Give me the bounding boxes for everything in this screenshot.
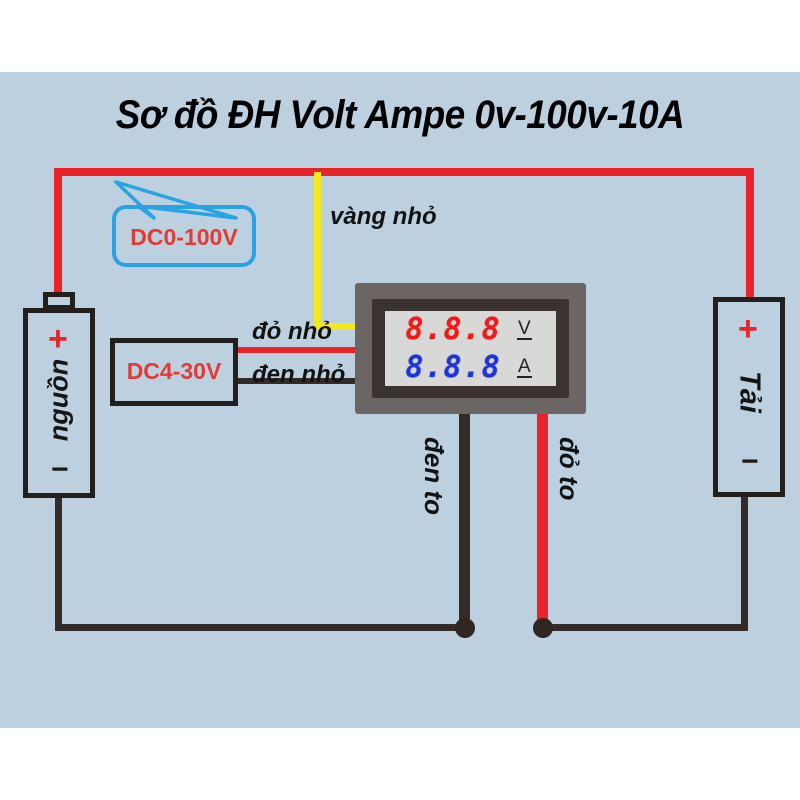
- wire-black-load-down: [741, 497, 748, 630]
- callout-box: [112, 205, 256, 267]
- wire-label-yellow-small: vàng nhỏ: [330, 203, 437, 230]
- callout-label: DC0-100V: [130, 224, 238, 250]
- wire-red-big: [537, 412, 548, 628]
- wire-yellow-horizontal: [314, 323, 372, 330]
- source-cell-body: [23, 308, 95, 498]
- meter-voltage-digits: 8.8.8: [405, 311, 501, 347]
- source-minus-sign: −: [51, 453, 69, 486]
- junction-dot-red: [533, 618, 553, 638]
- load-minus-sign: −: [741, 445, 759, 478]
- source-plus-sign: +: [48, 320, 68, 358]
- volt-amp-meter[interactable]: 8.8.8 V 8.8.8 A: [355, 283, 586, 414]
- source-cell-cap: [43, 292, 75, 310]
- wire-red-top-rail: [54, 168, 754, 176]
- junction-dot-black: [455, 618, 475, 638]
- load-plus-sign: +: [738, 310, 758, 348]
- wire-label-black-big: đen to: [419, 437, 449, 515]
- page-title: Sơ đồ ĐH Volt Ampe 0v-100v-10A: [115, 93, 685, 137]
- load-cell-body: [713, 297, 785, 497]
- wire-yellow-vertical: [314, 172, 321, 330]
- wire-red-source-vertical: [54, 168, 62, 300]
- meter-lcd-screen: 8.8.8 V 8.8.8 A: [385, 311, 556, 386]
- wire-label-red-big: đỏ to: [554, 437, 584, 501]
- dc-supply-label: DC4-30V: [126, 358, 222, 384]
- meter-bezel: 8.8.8 V 8.8.8 A: [372, 299, 569, 398]
- wire-black-bottom-right: [541, 624, 748, 631]
- meter-current-unit: A: [517, 355, 532, 379]
- meter-current-row: 8.8.8 A: [385, 349, 556, 386]
- wire-label-black-small: đen nhỏ: [252, 361, 346, 388]
- wire-red-small: [236, 347, 372, 353]
- wire-red-load-vertical: [746, 168, 754, 298]
- dc-supply-box: [110, 338, 238, 406]
- meter-voltage-unit: V: [517, 317, 532, 341]
- wire-black-source-down: [55, 497, 62, 630]
- wire-black-big: [459, 412, 470, 628]
- wire-black-bottom-left: [55, 624, 467, 631]
- meter-current-digits: 8.8.8: [405, 349, 501, 385]
- wire-black-small: [236, 378, 372, 384]
- wire-label-red-small: đỏ nhỏ: [252, 318, 332, 345]
- meter-voltage-row: 8.8.8 V: [385, 311, 556, 348]
- source-cell-label: nguồn: [43, 358, 74, 442]
- load-cell-label: Tải: [733, 371, 766, 413]
